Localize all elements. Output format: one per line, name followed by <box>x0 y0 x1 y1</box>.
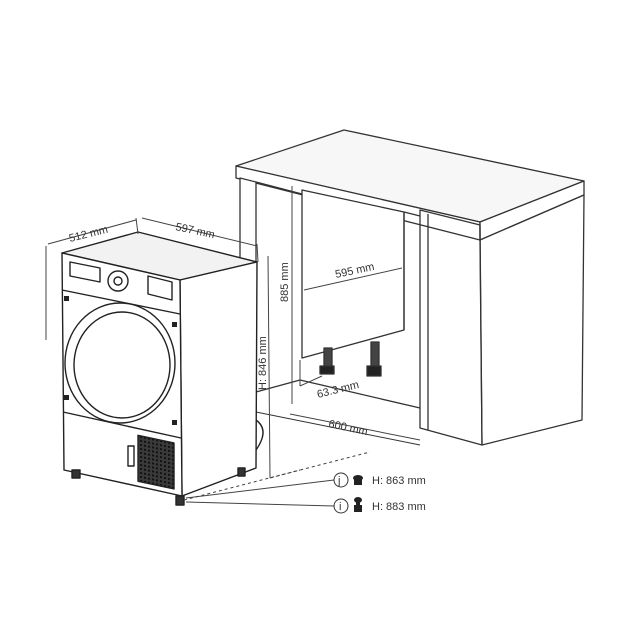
cabinet-niche-top-edge <box>403 211 421 217</box>
foot-high-icon <box>354 497 362 512</box>
cabinet-right-front <box>419 209 483 446</box>
floor-line-back <box>299 379 421 409</box>
legend-item-i: i H: 883 mm <box>333 497 426 514</box>
dryer-rear-hose <box>255 419 264 451</box>
tumble-dryer <box>61 231 264 506</box>
dryer-control-panel-edge <box>61 289 181 315</box>
legend-item-j: j H: 863 mm <box>333 472 426 488</box>
dryer-filter-handle <box>127 445 135 467</box>
dryer-foot-back <box>237 467 246 477</box>
legend-j-value: H: 863 mm <box>372 475 426 487</box>
dim-cabinet-height-label: 885 mm <box>279 262 291 302</box>
floor-line-front <box>255 411 421 446</box>
dryer-display <box>69 261 101 283</box>
dryer-water-tank <box>147 275 173 301</box>
floor-line-left <box>255 379 301 393</box>
dim-width-label: 597 mm <box>174 221 215 241</box>
dryer-plinth-edge <box>62 411 182 439</box>
legend-i-value: H: 883 mm <box>372 501 426 513</box>
foot-low-icon <box>353 475 363 485</box>
legend-i-letter: i <box>339 501 341 513</box>
dryer-foot-front-right <box>175 495 185 506</box>
dim-machine-height-label: H: 846 mm <box>257 336 269 390</box>
dryer-hinge-marks <box>64 296 177 425</box>
dim-cabinet-depth-label: 600 mm <box>327 418 368 438</box>
dryer-door-inner <box>73 311 171 419</box>
cabinet-inner-top-edge <box>255 181 303 195</box>
dryer-foot-front-left <box>71 469 81 479</box>
foot-height-legend: j H: 863 mm i H: 883 mm <box>185 472 426 514</box>
dim-foot-depth-label: 63.3 mm <box>316 379 360 401</box>
legend-j-letter: j <box>337 475 340 487</box>
dryer-side <box>179 261 258 497</box>
cabinet-foot-right <box>366 341 382 377</box>
dimension-lines <box>45 186 421 501</box>
dryer-filter-grill <box>137 434 175 490</box>
cabinet <box>235 129 585 446</box>
cabinet-foot-left <box>319 347 335 375</box>
